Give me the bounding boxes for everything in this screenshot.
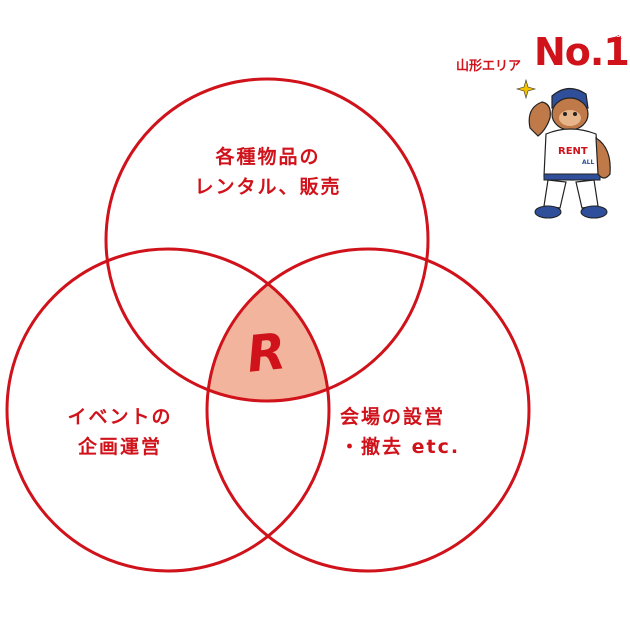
mascot-shoe-right xyxy=(580,205,608,219)
top-circle-label-line2: レンタル、販売 xyxy=(194,176,342,198)
top-circle-label: 各種物品の レンタル、販売 xyxy=(168,142,368,202)
badge-region: 山形エリア xyxy=(456,59,522,74)
mascot-shirt-text-1: RENT xyxy=(558,146,588,157)
top-circle-label-line1: 各種物品の xyxy=(215,146,321,168)
mascot-raised-arm xyxy=(528,101,551,137)
mascot-legs xyxy=(543,179,599,209)
badge-note-mark: ※ xyxy=(614,34,623,45)
mascot-illustration: RENT ALL xyxy=(515,78,611,219)
right-circle-label-line1: 会場の設営 xyxy=(340,406,446,428)
left-circle-label-line2: 企画運営 xyxy=(77,436,162,458)
mascot-side-arm xyxy=(595,136,611,179)
left-circle-label: イベントの 企画運営 xyxy=(40,402,200,462)
mascot-eye-right xyxy=(573,112,577,116)
circle-left xyxy=(5,247,331,573)
circle-right xyxy=(205,247,531,573)
mascot-eye-left xyxy=(563,112,567,116)
right-circle-label-line2: ・撤去 etc. xyxy=(340,436,461,458)
overlap-region xyxy=(207,249,329,401)
badge-rank: No.1 xyxy=(534,30,630,74)
mascot-face xyxy=(559,110,581,126)
mascot-shoe-left xyxy=(534,205,562,219)
left-circle-label-line1: イベントの xyxy=(67,406,173,428)
mascot-shirt-text-2: ALL xyxy=(582,159,594,166)
right-circle-label: 会場の設営 ・撤去 etc. xyxy=(340,402,520,462)
mascot-belt xyxy=(543,173,601,181)
circle-top xyxy=(104,77,430,403)
center-logo: R xyxy=(244,322,288,384)
sparkle-icon xyxy=(515,78,537,100)
